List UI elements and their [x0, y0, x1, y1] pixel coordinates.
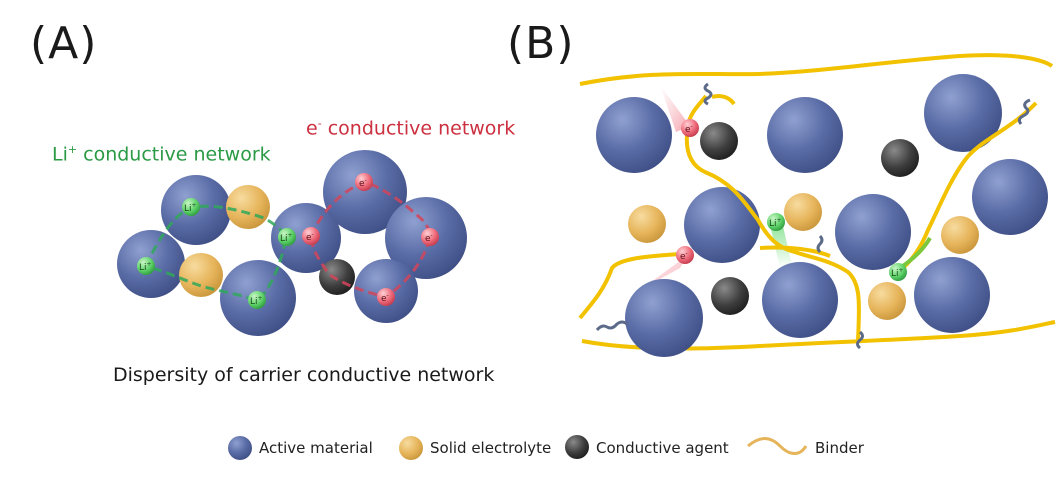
e-network-label-sup: -	[317, 117, 322, 130]
active-material-sphere	[625, 279, 703, 357]
li-ion-marker: Li+	[767, 213, 785, 231]
active-material-sphere	[596, 97, 672, 173]
binder-crosslink	[703, 82, 713, 106]
solid-electrolyte-sphere	[868, 282, 906, 320]
binder-strand	[896, 101, 1038, 274]
active-material-sphere	[767, 97, 843, 173]
li-ion-marker: Li+	[278, 228, 296, 246]
legend-label-binder: Binder	[815, 439, 864, 457]
e-network-label: e- conductive network	[306, 117, 515, 139]
legend-label-active-material: Active material	[259, 439, 373, 457]
electron-marker: e-	[676, 246, 694, 264]
binder-strand	[578, 252, 681, 320]
e-network-label-prefix: e	[306, 117, 318, 140]
li-network-label: Li+ conductive network	[52, 143, 271, 165]
panel-a-diagram: Li+ Li+ Li+ Li+ e- e- e- e-	[117, 150, 467, 336]
svg-text:e-: e-	[685, 123, 693, 135]
active-material-sphere	[972, 159, 1048, 235]
panel-label-a: (A)	[30, 18, 98, 69]
li-ion-marker: Li+	[248, 291, 266, 309]
li-ion-marker: Li+	[137, 257, 155, 275]
binder-strand	[579, 53, 1054, 86]
li-ion-marker: Li+	[889, 263, 907, 281]
active-material-sphere	[684, 187, 760, 263]
conductive-agent-sphere	[711, 277, 749, 315]
svg-text:e-: e-	[680, 250, 688, 262]
binder-crosslink	[595, 320, 628, 332]
solid-electrolyte-sphere	[784, 193, 822, 231]
binder-strand	[759, 245, 831, 258]
legend	[228, 435, 808, 460]
electron-marker: e-	[377, 288, 395, 306]
conductive-agent-sphere	[881, 139, 919, 177]
binder-crosslink	[816, 234, 824, 254]
legend-label-conductive-agent: Conductive agent	[596, 439, 729, 457]
svg-text:e-: e-	[359, 177, 367, 189]
active-material-sphere	[762, 262, 838, 338]
li-network-label-sup: +	[67, 143, 78, 156]
solid-electrolyte-sphere	[628, 205, 666, 243]
li-ion-marker: Li+	[182, 198, 200, 216]
solid-electrolyte-sphere	[226, 185, 270, 229]
svg-text:e-: e-	[381, 292, 389, 304]
conductive-agent-sphere	[700, 122, 738, 160]
li-network-label-suffix: conductive network	[77, 143, 271, 166]
svg-text:e-: e-	[306, 231, 314, 243]
solid-electrolyte-sphere	[179, 253, 223, 297]
binder-crosslink	[856, 330, 864, 350]
active-material-sphere	[323, 150, 407, 234]
electron-glow	[660, 85, 690, 132]
active-material-sphere	[924, 74, 1002, 152]
active-material-sphere	[835, 194, 911, 270]
li-network-label-prefix: Li	[52, 143, 68, 166]
legend-label-solid-electrolyte: Solid electrolyte	[430, 439, 552, 457]
electron-marker: e-	[681, 119, 699, 137]
blue-sphere-icon	[228, 436, 252, 460]
conductive-agent-sphere	[319, 259, 355, 295]
binder-crosslink	[1017, 98, 1031, 125]
gold-sphere-icon	[399, 436, 423, 460]
wavy-line-icon	[747, 437, 808, 455]
panel-b-diagram: e- e- Li+ Li+	[578, 53, 1056, 357]
electron-marker: e-	[355, 173, 373, 191]
dark-sphere-icon	[565, 435, 589, 459]
binder-strand	[711, 93, 736, 106]
e-network-label-suffix: conductive network	[321, 117, 516, 140]
active-material-sphere	[914, 257, 990, 333]
solid-electrolyte-sphere	[941, 216, 979, 254]
electron-marker: e-	[421, 228, 439, 246]
svg-text:e-: e-	[425, 232, 433, 244]
panel-a-caption: Dispersity of carrier conductive network	[113, 364, 495, 386]
panel-label-b: (B)	[507, 18, 575, 69]
electron-marker: e-	[302, 227, 320, 245]
